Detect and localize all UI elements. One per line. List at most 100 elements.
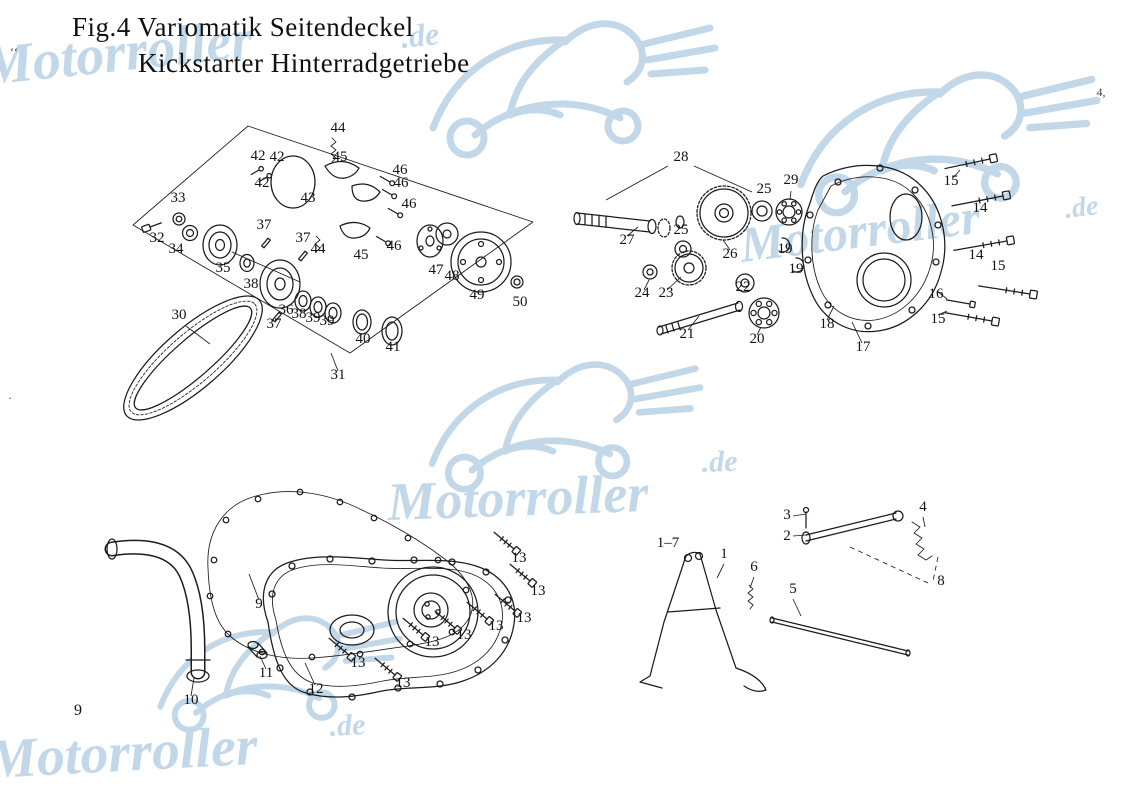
- leader-line: [722, 239, 731, 251]
- bearing-20: [748, 297, 780, 329]
- part-number-label: 45: [333, 149, 348, 165]
- scan-artifact-mark: ·: [8, 391, 12, 405]
- watermark-text: Motorroller: [736, 188, 984, 273]
- kickstart-lever: [801, 510, 904, 545]
- part-number-label: 21: [680, 326, 695, 342]
- variator-assembly-diagram: [123, 125, 534, 421]
- part-number-label: 13: [531, 583, 546, 599]
- leader-line: [756, 326, 762, 336]
- part-number-label: 37: [257, 217, 273, 233]
- stud-16: [945, 299, 976, 309]
- part-number-label: 29: [784, 172, 799, 188]
- part-number-label: 23: [659, 285, 674, 301]
- part-number-label: 25: [674, 222, 689, 238]
- side-cover-diagram: [104, 488, 538, 701]
- part-number-label: 2: [783, 528, 791, 544]
- cover-screws: [328, 531, 538, 682]
- part-number-label: 15: [944, 173, 959, 189]
- leader-line: [304, 662, 316, 686]
- part-number-label: 5: [789, 581, 797, 597]
- pulley-face: [202, 224, 238, 266]
- part-number-label: 9: [255, 596, 263, 612]
- watermark-layer: Motorroller.deMotorroller.deMotorroller.…: [0, 8, 1100, 791]
- part-number-label: 26: [723, 246, 739, 262]
- part-number-label: 38: [292, 306, 307, 322]
- kickstart-shaft: [656, 300, 744, 336]
- part-number-label: 20: [750, 331, 765, 347]
- part-number-label: 42: [255, 175, 270, 191]
- part-number-label: 15: [931, 311, 946, 327]
- page-number: 9: [74, 702, 82, 719]
- part-number-label: 13: [517, 610, 532, 626]
- part-number-label: 50: [513, 294, 528, 310]
- part-number-label: 3: [783, 507, 791, 523]
- leader-line: [693, 165, 753, 193]
- leader-line: [185, 325, 211, 345]
- watermark-text: .de: [399, 15, 441, 55]
- crankcase-cover: [262, 555, 516, 701]
- scan-artifact-mark: ʻʻ: [10, 45, 18, 59]
- part-number-label: 13: [457, 627, 472, 643]
- part-number-label: 19: [789, 261, 804, 277]
- leader-line: [792, 598, 802, 617]
- clutch-drum: [450, 231, 512, 293]
- part-number-label: 42: [270, 149, 285, 165]
- part-number-label: 1–7: [657, 535, 680, 551]
- part-number-label: 19: [778, 241, 793, 257]
- part-number-label: 13: [351, 655, 366, 671]
- part-number-label: 39: [306, 310, 321, 326]
- leader-line: [792, 513, 807, 517]
- leader-line: [952, 169, 961, 179]
- part-number-label: 48: [445, 268, 460, 284]
- scan-artifact-mark: 4,: [1097, 85, 1106, 99]
- drive-belt: [123, 295, 263, 421]
- leader-line: [330, 352, 339, 372]
- part-number-label: 22: [736, 279, 751, 295]
- variator-half: [259, 259, 301, 309]
- part-number-label: 44: [311, 241, 327, 257]
- watermark-text: .de: [1063, 190, 1100, 225]
- part-number-label: 25: [757, 181, 772, 197]
- leader-line: [937, 310, 948, 316]
- figure-title-line1: Fig.4 Variomatik Seitendeckel: [72, 12, 414, 42]
- bolt-32: [141, 222, 162, 233]
- part-number-label: 45: [354, 247, 369, 263]
- retainer-ring: [270, 155, 316, 209]
- gear-cover: [801, 164, 946, 333]
- figure-title-line2: Kickstarter Hinterradgetriebe: [138, 48, 470, 78]
- part-number-label: 37: [267, 316, 283, 332]
- part-number-label: 35: [216, 260, 231, 276]
- part-number-label: 31: [331, 367, 346, 383]
- part-number-label: 43: [301, 190, 316, 206]
- bearing-29: [775, 198, 803, 226]
- stand-spring: [747, 584, 754, 610]
- part-number-label: 34: [169, 241, 185, 257]
- watermark-scooter-logo: [433, 24, 715, 155]
- lever-bolt: [802, 506, 810, 529]
- leader-line: [626, 226, 639, 237]
- part-number-label: 39: [320, 313, 335, 329]
- part-number-label: 28: [674, 149, 689, 165]
- leader-line: [666, 276, 682, 291]
- part-number-label: 47: [429, 262, 445, 278]
- part-number-label: 13: [512, 550, 527, 566]
- part-number-label: 33: [171, 190, 186, 206]
- part-number-label: 17: [856, 339, 872, 355]
- part-number-label: 37: [296, 230, 312, 246]
- part-number-label: 41: [386, 339, 401, 355]
- part-number-label: 46: [402, 196, 418, 212]
- return-spring: [911, 521, 933, 561]
- part-number-label: 11: [259, 665, 273, 681]
- part-number-label: 32: [150, 230, 165, 246]
- part-number-label: 38: [244, 276, 259, 292]
- leader-line: [826, 305, 835, 321]
- part-number-label: 46: [394, 175, 410, 191]
- leader-line: [932, 556, 939, 582]
- leader-line: [643, 279, 650, 291]
- leader-line: [259, 655, 267, 670]
- part-number-label: 13: [425, 634, 440, 650]
- watermark-text: .de: [329, 708, 367, 743]
- leader-line: [851, 321, 863, 344]
- part-number-label: 40: [356, 331, 371, 347]
